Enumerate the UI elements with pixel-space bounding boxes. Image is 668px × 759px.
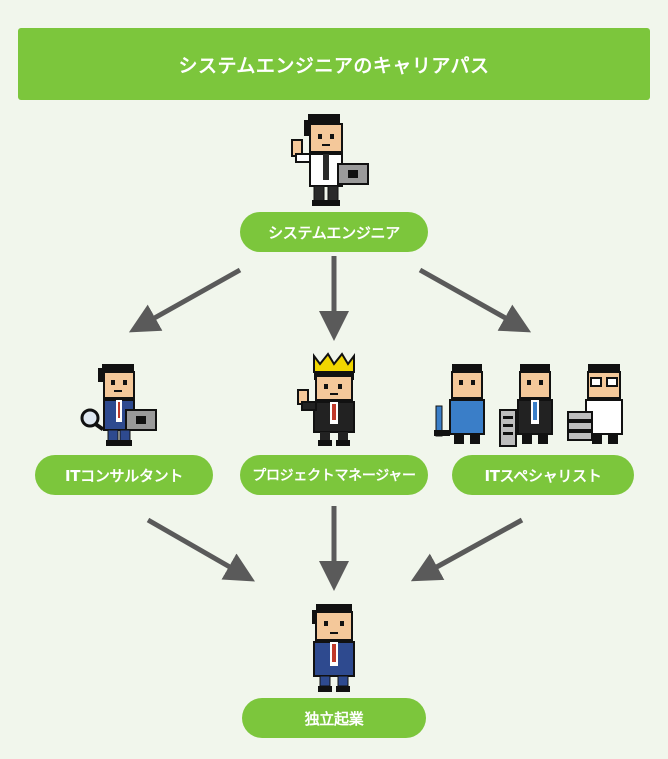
node-independence: 独立起業 <box>242 698 426 738</box>
page-title: システムエンジニアのキャリアパス <box>18 28 650 100</box>
arrow-se-to-specialist <box>418 267 532 333</box>
specialists-group-icon <box>434 364 623 447</box>
arrow-se-to-consultant <box>128 267 242 333</box>
entrepreneur-in-suit-icon <box>312 604 355 692</box>
arrow-consultant-to-independence <box>146 517 256 582</box>
manager-with-crown-icon <box>297 352 355 446</box>
node-system-engineer: システムエンジニア <box>240 212 428 252</box>
consultant-with-magnifier-laptop-icon <box>80 364 157 446</box>
engineer-with-laptop-icon <box>291 114 369 206</box>
node-project-manager: プロジェクトマネージャー <box>240 455 428 495</box>
node-it-specialist: ITスペシャリスト <box>452 455 634 495</box>
arrow-specialist-to-independence <box>410 517 524 582</box>
node-it-consultant: ITコンサルタント <box>35 455 213 495</box>
